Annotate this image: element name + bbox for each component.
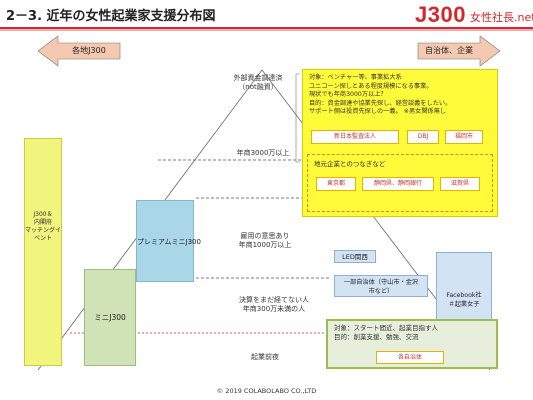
tag-shin-nihon: 新日本監査法人 <box>311 130 399 144</box>
level-label-pre-startup: 起業前夜 <box>251 353 279 361</box>
tag-dbj: DBJ <box>407 130 439 144</box>
led-kansai-box: LED関西 <box>334 250 376 263</box>
tag-tokyo: 東京都 <box>316 177 356 191</box>
tag-each-municipality: 各自治体 <box>376 351 444 364</box>
local-government-box: 一部自治体（守山市・金沢 市など） <box>334 275 428 297</box>
bottom-panel-line: 目的：創業支援、勉強、交流 <box>334 333 419 341</box>
mini-j300-box: ミニJ300 <box>84 269 136 366</box>
copyright: © 2019 COLABOLABO CO.,LTD <box>216 387 317 395</box>
top-target-panel: 対象：ベンチャー等、事業拡大系 ユニコーン探しとある程度規模になる事業。 現状で… <box>302 69 498 217</box>
premium-mini-label: プレミアムミニJ300 <box>137 238 201 246</box>
tag-shizuoka: 静岡県、静岡銀行 <box>362 177 434 191</box>
bottom-panel-line: 対象：スタート間近、起業目指す人 <box>334 324 438 332</box>
top-panel-line: ユニコーン探しとある程度規模になる事業。 <box>309 82 433 90</box>
page-title: 2－3. 近年の女性起業家支援分布図 <box>6 9 216 24</box>
local-companies-group: 地元企業とのつなぎなど 東京都 静岡県、静岡銀行 滋賀県 <box>307 154 493 212</box>
facebook-box: Facebook社 ＃起業女子 <box>436 252 492 324</box>
tag-fukuoka: 福岡市 <box>445 130 483 144</box>
premium-mini-box: プレミアムミニJ300 <box>136 200 201 282</box>
level-label-300: 決算をまだ経てない人 年商300万未満の人 <box>239 296 309 313</box>
left-arrow-label: 各地J300 <box>72 46 106 55</box>
level-label-3000: 年商3000万以上 <box>236 149 290 157</box>
tag-shiga: 滋賀県 <box>440 177 480 191</box>
right-arrow-label: 自治体、企業 <box>425 46 473 55</box>
header-divider <box>0 27 533 29</box>
local-companies-title: 地元企業とのつなぎなど <box>314 160 386 168</box>
cabinet-matching-label: J300＆ 内閣府 マッチングイ ベント <box>25 211 62 242</box>
brand-logo-sub: 女性社長.net <box>470 11 533 24</box>
mini-j300-label: ミニJ300 <box>94 313 126 322</box>
cabinet-matching-box: J300＆ 内閣府 マッチングイ ベント <box>24 138 62 366</box>
level-label-1000: 雇用の意思あり 年商1000万以上 <box>238 232 292 249</box>
top-panel-line: サポート側は投資先探しの一義。 ※男女関係無し <box>309 108 447 115</box>
top-panel-line: 現状でも年商3000万以上？ <box>309 91 387 98</box>
level-label-top: 外部資金調達済 （not融資） <box>233 74 283 91</box>
facebook-label: Facebook社 ＃起業女子 <box>446 292 482 308</box>
top-panel-line: 目的：資金調達や協業先探し、経営談義をしたい。 <box>309 99 452 107</box>
brand-logo: J300 <box>415 2 466 27</box>
bottom-target-panel: 対象：スタート間近、起業目指す人 目的：創業支援、勉強、交流 各自治体 <box>326 319 498 369</box>
top-panel-line: 対象：ベンチャー等、事業拡大系 <box>309 74 402 81</box>
